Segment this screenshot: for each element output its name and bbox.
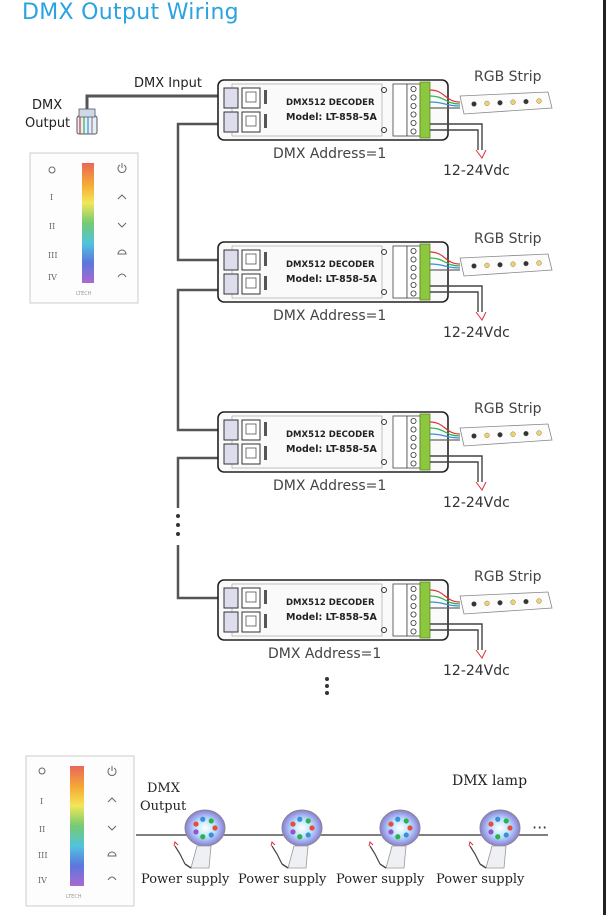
lamp-power-supply-label: Power supply [141, 872, 230, 887]
dmx-decoder [217, 411, 553, 491]
dmx-lamp [173, 809, 226, 869]
dmx-output-label-line1: DMX [32, 98, 63, 113]
continuation-dots-icon [176, 514, 180, 536]
rgb-strip-label: RGB Strip [474, 69, 542, 85]
terminal-block [419, 243, 431, 301]
rgb-strip [459, 591, 553, 615]
dmx-chain-cable-3 [176, 456, 224, 508]
rj45-port [241, 249, 261, 271]
rj45-cable-plug [223, 249, 239, 271]
dmx-chain-cable-2 [176, 288, 224, 432]
lamp-continuation-dots-icon: ··· [532, 818, 547, 837]
power-input-label: 12-24Vdc [443, 163, 510, 179]
decoder-name: DMX512 DECODER [286, 98, 375, 108]
decoder-address: DMX Address=1 [273, 478, 387, 494]
dmx-decoder [217, 579, 553, 659]
rj45-port [241, 611, 261, 633]
decoder-model: Model: LT-858-5A [286, 112, 377, 123]
rj45-port [241, 111, 261, 133]
decoder-address: DMX Address=1 [273, 146, 387, 162]
rgb-strip-label: RGB Strip [474, 569, 542, 585]
decoder-address: DMX Address=1 [273, 308, 387, 324]
svg-text:IV: IV [38, 876, 47, 885]
svg-text:I: I [40, 797, 43, 806]
decoder-model: Model: LT-858-5A [286, 612, 377, 623]
dmx-output-connector [76, 108, 98, 135]
dmx-lamp [270, 809, 323, 869]
rj45-port [241, 87, 261, 109]
rgb-strip [459, 253, 553, 277]
svg-text:I: I [50, 193, 53, 202]
dmx-input-label: DMX Input [134, 76, 202, 91]
rgb-strip [459, 91, 553, 115]
lamp-power-supply-label: Power supply [436, 872, 525, 887]
dmx-lamp-label: DMX lamp [452, 773, 528, 789]
rj45-cable-plug [223, 443, 239, 465]
decoder-address: DMX Address=1 [268, 646, 382, 662]
dmx-lamp [368, 809, 421, 869]
rj45-cable-plug [223, 587, 239, 609]
power-input-label: 12-24Vdc [443, 495, 510, 511]
rj45-cable-plug [223, 419, 239, 441]
power-input-label: 12-24Vdc [443, 325, 510, 341]
lamp-power-supply-label: Power supply [238, 872, 327, 887]
dmx-output-label-line2: Output [25, 116, 71, 131]
panel-brand: LTECH [66, 894, 82, 900]
panel-brand: LTECH [76, 291, 92, 297]
dmx-chain-cable-1 [176, 122, 224, 262]
dmx-decoder [217, 241, 553, 321]
decoder-name: DMX512 DECODER [286, 598, 375, 608]
terminal-block [419, 581, 431, 639]
rj45-cable-plug [223, 87, 239, 109]
svg-text:III: III [48, 251, 57, 260]
rj45-port [241, 273, 261, 295]
page-edge-divider [603, 0, 606, 915]
lamp-dmx-output-label-line2: Output [140, 799, 187, 814]
rj45-cable-plug [223, 611, 239, 633]
decoder-name: DMX512 DECODER [286, 260, 375, 270]
rj45-port [241, 587, 261, 609]
svg-text:IV: IV [48, 273, 57, 282]
rj45-cable-plug [223, 273, 239, 295]
decoder-model: Model: LT-858-5A [286, 274, 377, 285]
decoder-model: Model: LT-858-5A [286, 444, 377, 455]
power-input-label: 12-24Vdc [443, 663, 510, 679]
dmx-decoder [217, 79, 553, 159]
rj45-port [241, 419, 261, 441]
page-title: DMX Output Wiring [22, 0, 239, 25]
rgb-strip-label: RGB Strip [474, 401, 542, 417]
dmx-chain-cable-4 [176, 545, 224, 600]
dmx-lamp [468, 809, 521, 869]
rj45-port [241, 443, 261, 465]
svg-text:II: II [39, 825, 45, 834]
svg-text:II: II [49, 222, 55, 231]
lamp-dmx-output-label-line1: DMX [147, 781, 180, 796]
rgb-strip [459, 423, 553, 447]
lamp-power-supply-label: Power supply [336, 872, 425, 887]
terminal-block [419, 413, 431, 471]
rj45-cable-plug [223, 111, 239, 133]
svg-text:III: III [38, 851, 47, 860]
continuation-dots-icon [325, 677, 329, 695]
rgb-strip-label: RGB Strip [474, 231, 542, 247]
decoder-name: DMX512 DECODER [286, 430, 375, 440]
terminal-block [419, 81, 431, 139]
dmx-input-cable [85, 94, 232, 109]
